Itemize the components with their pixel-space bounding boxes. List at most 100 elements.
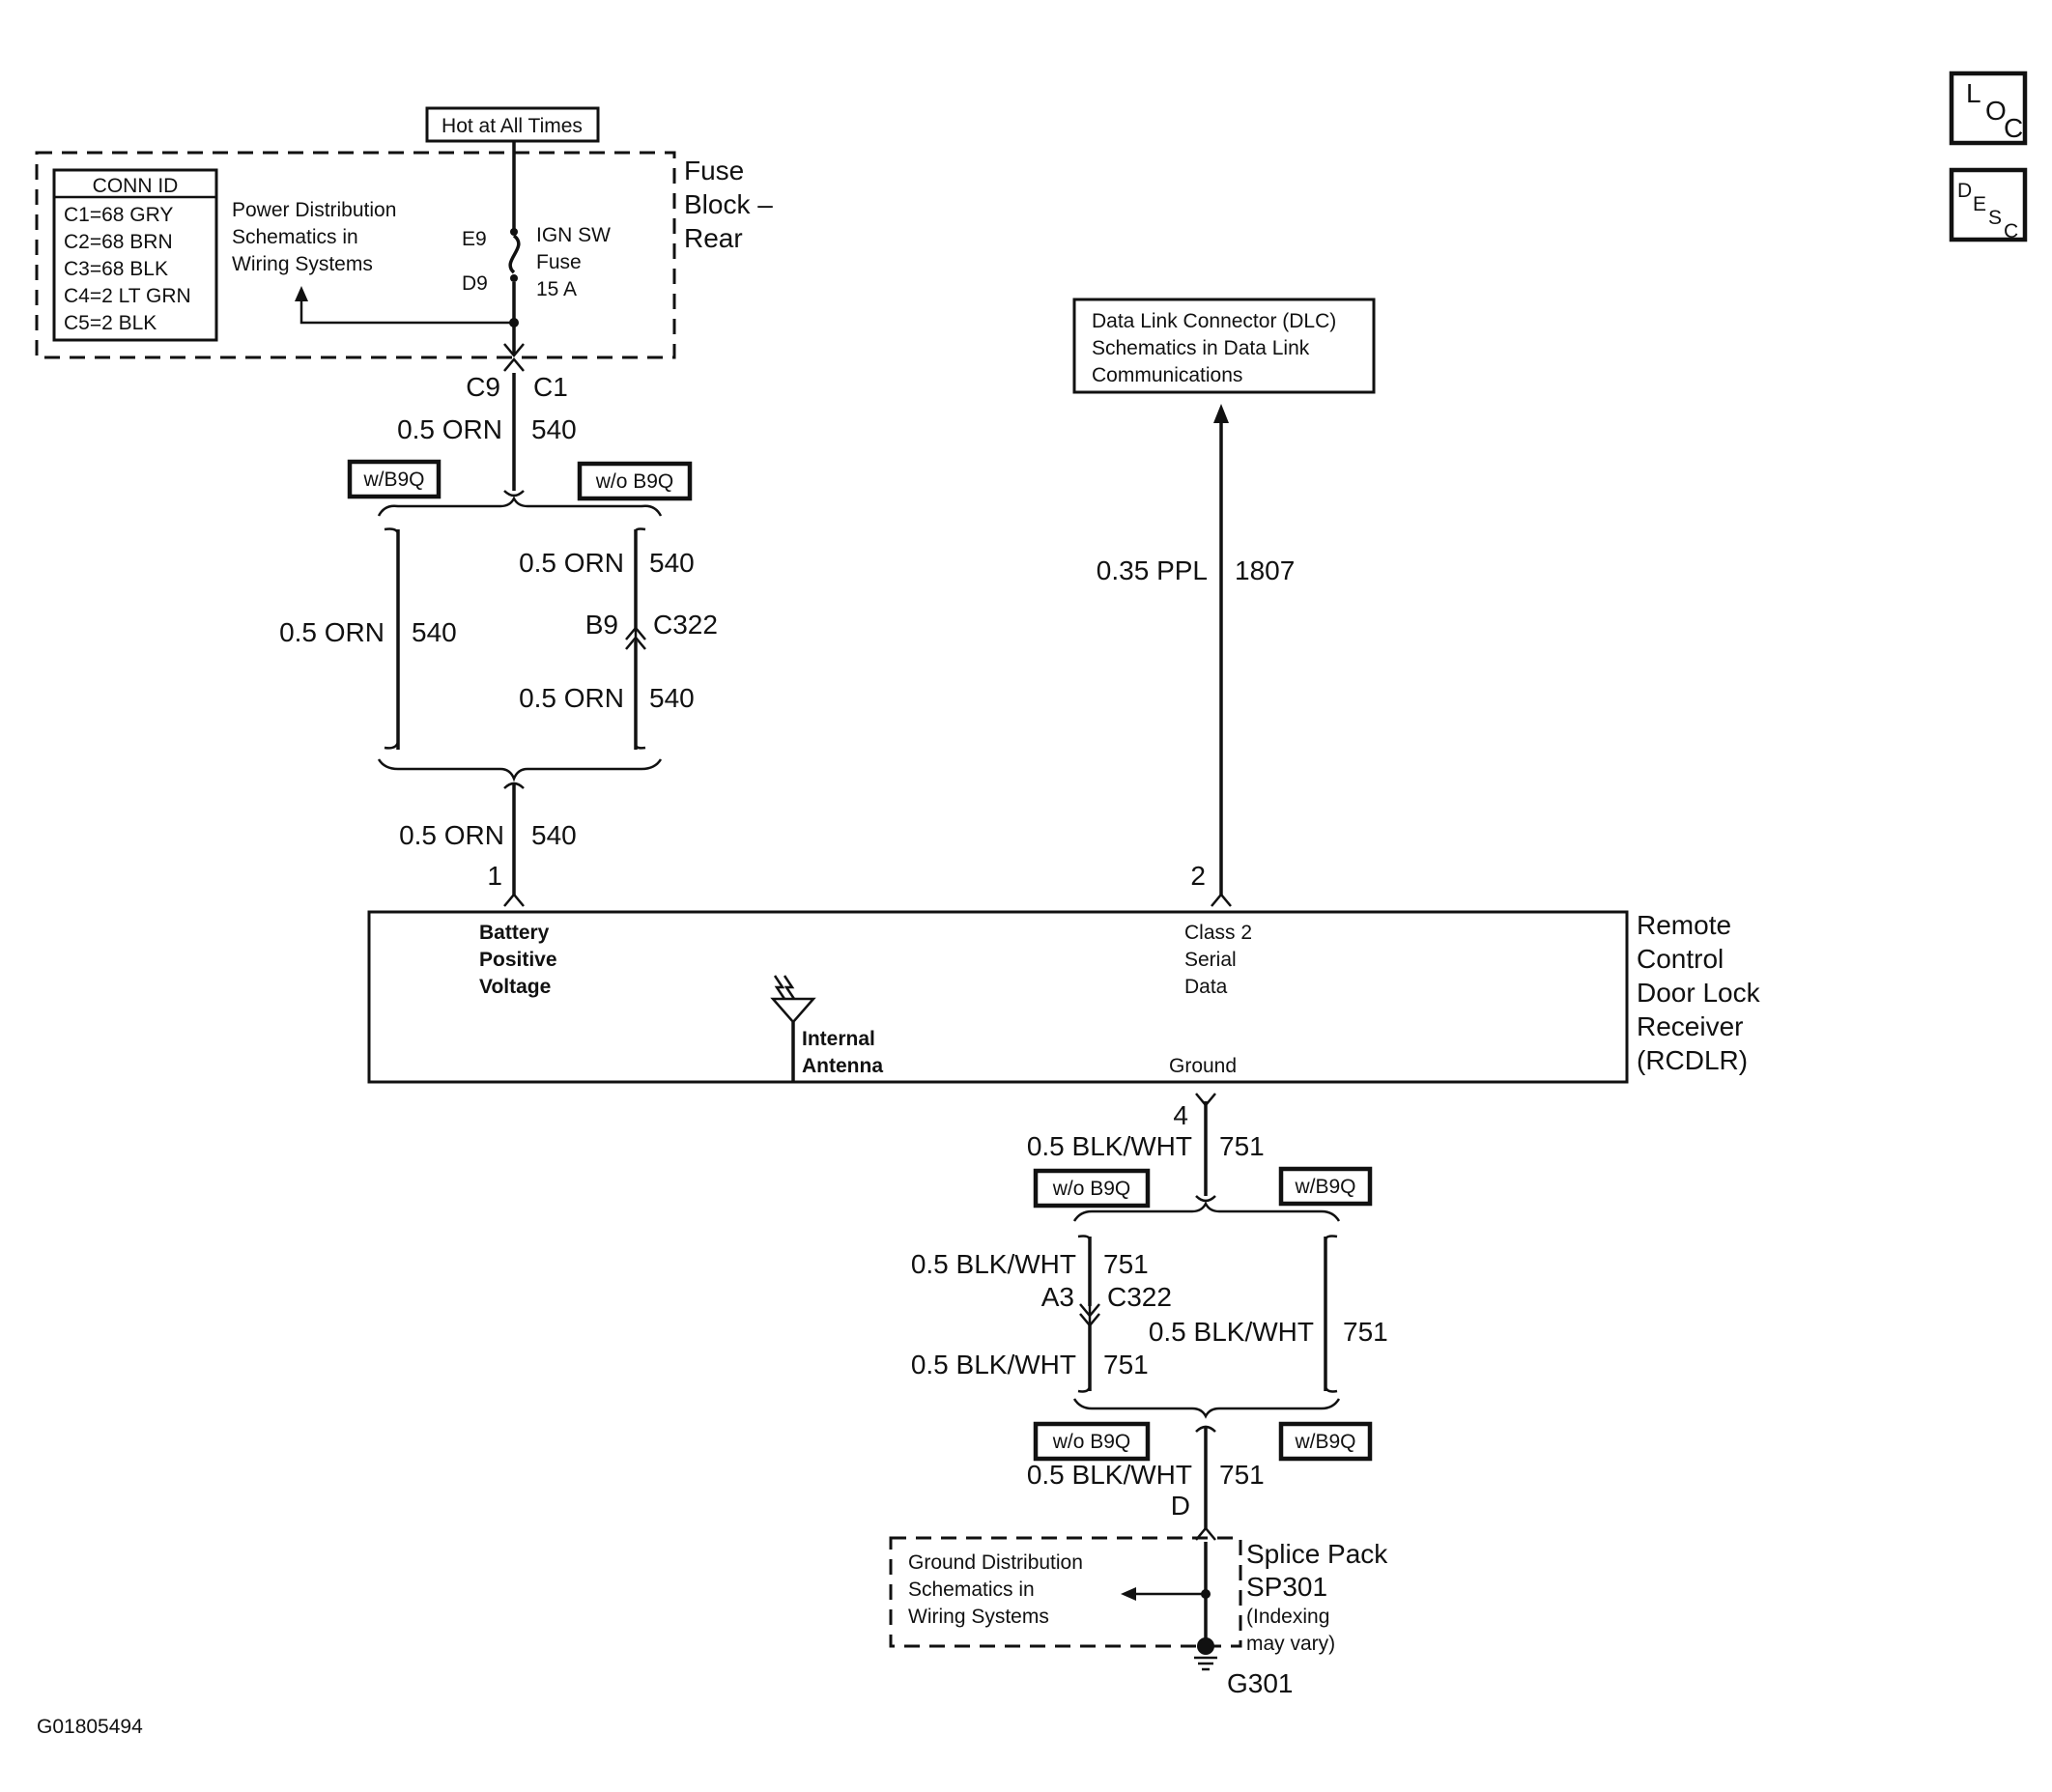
svg-text:Wiring Systems: Wiring Systems — [908, 1606, 1049, 1628]
svg-text:Wiring Systems: Wiring Systems — [232, 253, 373, 275]
svg-text:0.5 BLK/WHT: 0.5 BLK/WHT — [1149, 1317, 1314, 1347]
svg-text:C322: C322 — [653, 610, 718, 640]
svg-text:w/o B9Q: w/o B9Q — [1052, 1178, 1131, 1200]
conn-id-table: CONN ID C1=68 GRY C2=68 BRN C3=68 BLK C4… — [52, 168, 218, 342]
svg-text:C2=68 BRN: C2=68 BRN — [64, 231, 173, 253]
svg-text:D: D — [1171, 1491, 1190, 1521]
ground-branch-right: 0.5 BLK/WHT 751 — [1149, 1235, 1388, 1393]
svg-text:0.5 ORN: 0.5 ORN — [279, 617, 385, 647]
svg-text:Hot at All Times: Hot at All Times — [442, 115, 583, 137]
svg-text:751: 751 — [1343, 1317, 1388, 1347]
wire-1807-class2: 0.35 PPL 1807 2 — [1097, 404, 1295, 907]
svg-text:2: 2 — [1190, 861, 1206, 891]
ground-brace-top — [1072, 1201, 1341, 1222]
svg-text:1807: 1807 — [1235, 555, 1295, 585]
arrow-up-icon — [295, 286, 308, 301]
svg-text:0.5 ORN: 0.5 ORN — [519, 548, 624, 578]
svg-text:C3=68 BLK: C3=68 BLK — [64, 258, 168, 280]
svg-text:Class 2: Class 2 — [1184, 922, 1252, 944]
branch-brace-top — [377, 496, 663, 517]
svg-text:G301: G301 — [1227, 1668, 1294, 1698]
svg-text:B9: B9 — [585, 610, 618, 640]
ground-brace-bottom — [1072, 1398, 1341, 1419]
svg-text:C5=2 BLK: C5=2 BLK — [64, 312, 157, 334]
svg-text:w/B9Q: w/B9Q — [1294, 1431, 1355, 1453]
figure-id: G01805494 — [37, 1716, 143, 1738]
option-tag-without-b9q-top: w/o B9Q — [577, 461, 693, 501]
svg-text:0.5 BLK/WHT: 0.5 BLK/WHT — [911, 1249, 1076, 1279]
ground-distribution-reference[interactable]: Ground Distribution Schematics in Wiring… — [908, 1551, 1206, 1628]
svg-text:Positive: Positive — [479, 949, 557, 971]
option-tag-without-b9q-mid: w/o B9Q — [1033, 1168, 1151, 1209]
svg-text:Ground: Ground — [1169, 1055, 1237, 1077]
svg-text:Battery: Battery — [479, 922, 550, 944]
svg-text:Door Lock: Door Lock — [1637, 978, 1761, 1008]
svg-text:0.5 BLK/WHT: 0.5 BLK/WHT — [1027, 1131, 1192, 1161]
arrow-up-icon — [1213, 404, 1229, 423]
ground-branch-left: 0.5 BLK/WHT 751 A3 C322 0.5 BLK/WHT 751 — [911, 1235, 1172, 1393]
branch-right-wo-b9q: 0.5 ORN 540 B9 C322 0.5 ORN 540 — [519, 527, 718, 750]
svg-text:0.5 ORN: 0.5 ORN — [399, 820, 504, 850]
svg-text:S: S — [1988, 207, 2002, 229]
svg-text:may vary): may vary) — [1246, 1633, 1335, 1655]
svg-text:751: 751 — [1219, 1131, 1265, 1161]
svg-text:540: 540 — [412, 617, 457, 647]
svg-text:540: 540 — [531, 414, 577, 444]
svg-text:E: E — [1973, 193, 1986, 215]
desc-icon[interactable]: D E S C — [1949, 167, 2028, 242]
svg-text:D: D — [1957, 180, 1972, 202]
svg-text:Receiver: Receiver — [1637, 1011, 1743, 1041]
svg-text:D9: D9 — [462, 272, 488, 295]
svg-text:Schematics in: Schematics in — [908, 1579, 1035, 1601]
option-tag-without-b9q-low: w/o B9Q — [1033, 1421, 1151, 1462]
svg-text:Remote: Remote — [1637, 910, 1731, 940]
svg-text:SP301: SP301 — [1246, 1572, 1327, 1602]
svg-text:751: 751 — [1103, 1249, 1149, 1279]
wire-540-top: 0.5 ORN 540 — [397, 373, 577, 498]
svg-text:0.5 BLK/WHT: 0.5 BLK/WHT — [911, 1350, 1076, 1380]
svg-text:1: 1 — [487, 861, 502, 891]
svg-text:C4=2 LT GRN: C4=2 LT GRN — [64, 285, 191, 307]
antenna-icon — [770, 975, 816, 1082]
svg-text:540: 540 — [531, 820, 577, 850]
svg-text:0.5 ORN: 0.5 ORN — [397, 414, 502, 444]
svg-text:Ground Distribution: Ground Distribution — [908, 1551, 1083, 1574]
svg-text:Rear: Rear — [684, 223, 743, 253]
svg-text:A3: A3 — [1041, 1282, 1074, 1312]
rcdlr-module: Remote Control Door Lock Receiver (RCDLR… — [367, 910, 1761, 1084]
svg-text:Serial: Serial — [1184, 949, 1237, 971]
svg-text:O: O — [1985, 96, 2007, 126]
svg-text:Fuse: Fuse — [684, 156, 744, 185]
svg-text:w/B9Q: w/B9Q — [1294, 1176, 1355, 1198]
svg-text:Schematics in: Schematics in — [232, 226, 358, 248]
svg-text:E9: E9 — [462, 228, 487, 250]
svg-text:Data: Data — [1184, 976, 1228, 998]
svg-text:Voltage: Voltage — [479, 976, 551, 998]
svg-text:Data Link Connector (DLC): Data Link Connector (DLC) — [1092, 310, 1336, 332]
svg-text:4: 4 — [1173, 1100, 1188, 1130]
svg-text:15 A: 15 A — [536, 278, 577, 300]
branch-brace-bottom — [377, 758, 663, 782]
svg-text:w/o B9Q: w/o B9Q — [1052, 1431, 1131, 1453]
svg-text:0.5 ORN: 0.5 ORN — [519, 683, 624, 713]
svg-text:C1=68 GRY: C1=68 GRY — [64, 204, 173, 226]
option-tag-with-b9q-top: w/B9Q — [347, 459, 442, 499]
option-tag-with-b9q-low: w/B9Q — [1278, 1421, 1373, 1462]
power-distribution-reference[interactable]: Power Distribution Schematics in Wiring … — [232, 199, 514, 325]
wire-751-to-splice: 0.5 BLK/WHT 751 D — [1027, 1425, 1265, 1541]
svg-text:C: C — [2004, 113, 2023, 143]
branch-left-w-b9q: 0.5 ORN 540 — [279, 527, 457, 750]
wire-751-from-rcdlr: 4 0.5 BLK/WHT 751 — [1027, 1093, 1265, 1203]
svg-text:w/o B9Q: w/o B9Q — [595, 470, 674, 493]
svg-text:(Indexing: (Indexing — [1246, 1606, 1329, 1628]
wire-540-to-rcdlr: 0.5 ORN 540 1 — [399, 782, 577, 907]
loc-icon[interactable]: L O C — [1949, 71, 2028, 146]
connector-c9-c1: C9 C1 — [466, 343, 568, 402]
svg-text:540: 540 — [649, 683, 695, 713]
svg-text:Antenna: Antenna — [802, 1055, 883, 1077]
svg-text:C9: C9 — [466, 372, 500, 402]
dlc-reference[interactable]: Data Link Connector (DLC) Schematics in … — [1072, 298, 1376, 394]
fuse-block-rear: Fuse Block – Rear — [35, 151, 773, 359]
ground-g301-icon: G301 — [1194, 1637, 1294, 1698]
